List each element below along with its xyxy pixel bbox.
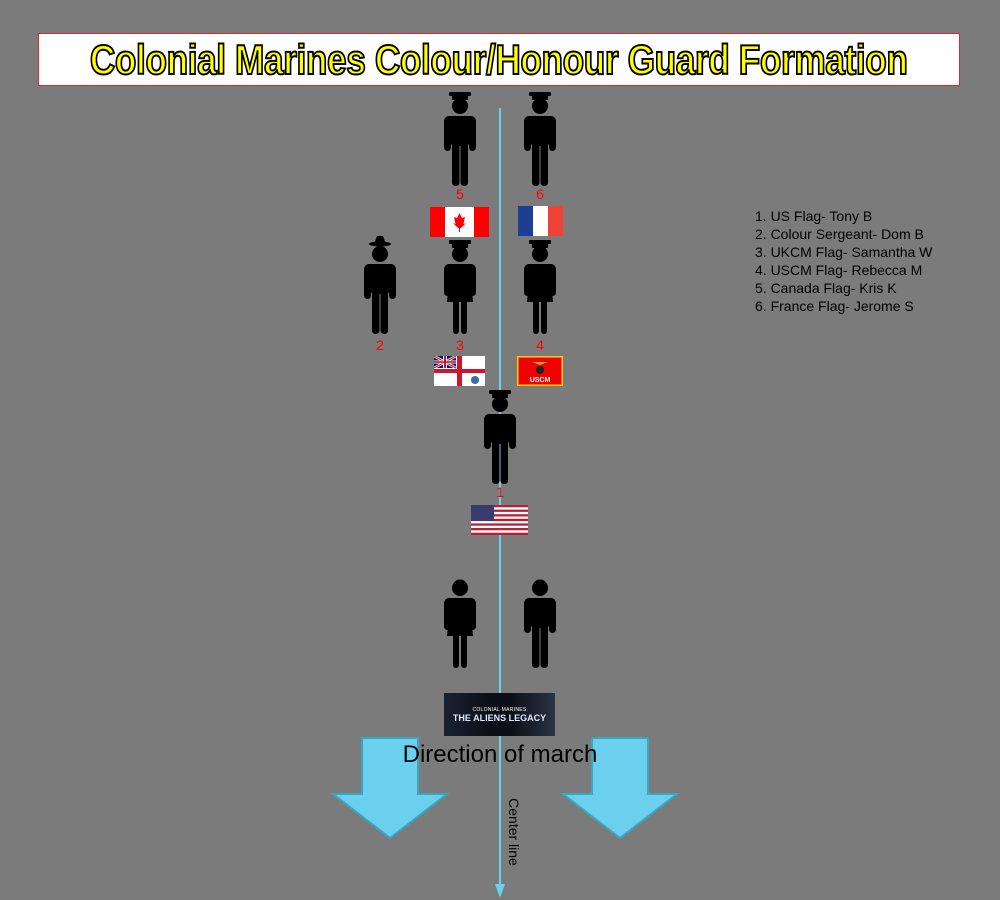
position-number-5: 5 — [456, 186, 464, 202]
colour-sergeant-figure-2 — [364, 236, 396, 334]
marine-figure-1 — [484, 390, 516, 484]
ukcm-flag-icon — [434, 356, 485, 386]
banner-title: THE ALIENS LEGACY — [452, 713, 547, 723]
uscm-flag-icon: USCM — [517, 356, 563, 386]
aliens-legacy-banner: COLONIAL MARINES THE ALIENS LEGACY — [444, 693, 555, 736]
france-flag-icon — [518, 206, 563, 236]
center-line-label: Center line — [506, 798, 522, 866]
position-legend: 1. US Flag- Tony B 2. Colour Sergeant- D… — [755, 207, 932, 315]
marine-figure-female-rear — [444, 579, 476, 668]
canada-flag-icon — [430, 207, 489, 237]
marine-figure-4 — [524, 240, 556, 334]
legend-item: 3. UKCM Flag- Samantha W — [755, 244, 933, 260]
banner-subtitle: COLONIAL MARINES — [472, 707, 527, 713]
legend-item: 2. Colour Sergeant- Dom B — [755, 226, 924, 242]
center-line-arrowhead-icon — [495, 884, 505, 898]
title-banner: Colonial Marines Colour/Honour Guard For… — [38, 33, 960, 86]
legend-item: 1. US Flag- Tony B — [755, 208, 873, 224]
marine-figure-3 — [444, 240, 476, 334]
position-number-1: 1 — [496, 484, 504, 500]
march-direction-arrow-left-icon — [330, 737, 450, 840]
marine-figure-6 — [524, 92, 556, 186]
direction-of-march-label: Direction of march — [402, 741, 598, 768]
page-title: Colonial Marines Colour/Honour Guard For… — [89, 35, 909, 84]
march-direction-arrow-right-icon — [560, 737, 680, 840]
position-number-2: 2 — [376, 337, 384, 353]
position-number-3: 3 — [456, 337, 464, 353]
legend-item: 5. Canada Flag- Kris K — [755, 280, 897, 296]
center-line — [495, 108, 505, 898]
us-flag-icon — [471, 505, 528, 535]
marine-figure-5 — [444, 92, 476, 186]
position-number-4: 4 — [536, 337, 544, 353]
marine-figure-male-rear — [524, 579, 556, 668]
uscm-flag-text: USCM — [530, 377, 551, 384]
legend-item: 4. USCM Flag- Rebecca M — [755, 262, 923, 278]
legend-item: 6. France Flag- Jerome S — [755, 298, 914, 314]
position-number-6: 6 — [536, 186, 544, 202]
